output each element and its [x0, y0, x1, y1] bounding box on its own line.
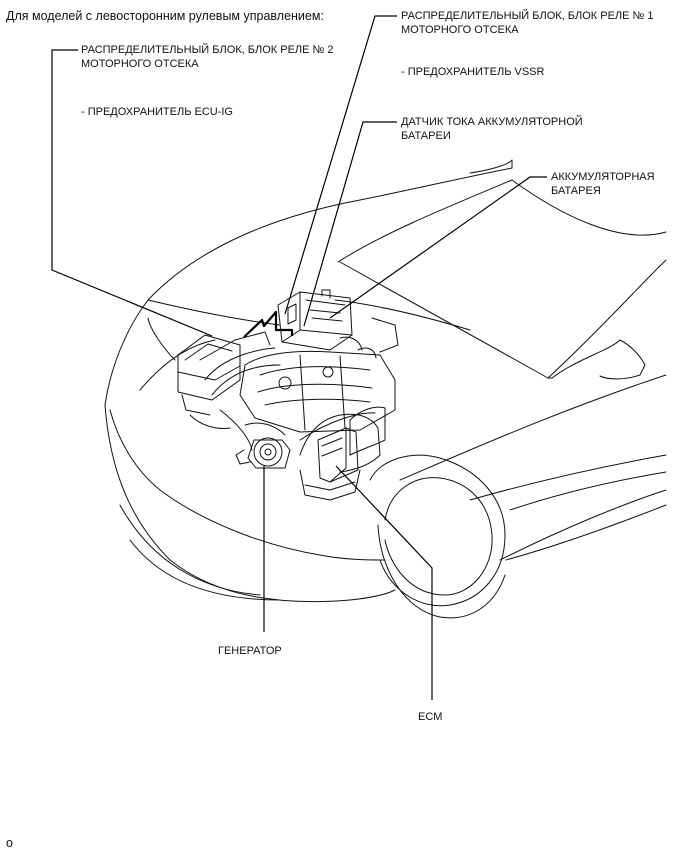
label-relay-block-2-line2: МОТОРНОГО ОТСЕКА [81, 58, 199, 70]
figure-id: o [6, 836, 13, 850]
label-battery-sensor-line1: ДАТЧИК ТОКА АККУМУЛЯТОРНОЙ [401, 116, 583, 128]
label-battery-sensor-line2: БАТАРЕИ [401, 130, 451, 142]
label-relay-block-2-line1: РАСПРЕДЕЛИТЕЛЬНЫЙ БЛОК, БЛОК РЕЛЕ № 2 [81, 44, 334, 56]
wire-harness [243, 310, 294, 338]
label-fuse-vssr: - ПРЕДОХРАНИТЕЛЬ VSSR [401, 66, 545, 78]
diagram-caption: Для моделей с левосторонним рулевым упра… [6, 9, 324, 23]
leader-lines [51, 15, 547, 700]
label-relay-block-1-line1: РАСПРЕДЕЛИТЕЛЬНЫЙ БЛОК, БЛОК РЕЛЕ № 1 [401, 10, 654, 22]
car-body-outline [104, 159, 667, 619]
engine-components [177, 289, 399, 501]
label-fuse-ecu-ig: - ПРЕДОХРАНИТЕЛЬ ECU-IG [81, 106, 233, 118]
label-ecm: ECM [418, 711, 443, 723]
label-battery-line2: БАТАРЕЯ [551, 185, 601, 197]
label-relay-block-1-line2: МОТОРНОГО ОТСЕКА [401, 24, 519, 36]
label-battery-line1: АККУМУЛЯТОРНАЯ [551, 171, 655, 183]
label-generator: ГЕНЕРАТОР [218, 645, 282, 657]
